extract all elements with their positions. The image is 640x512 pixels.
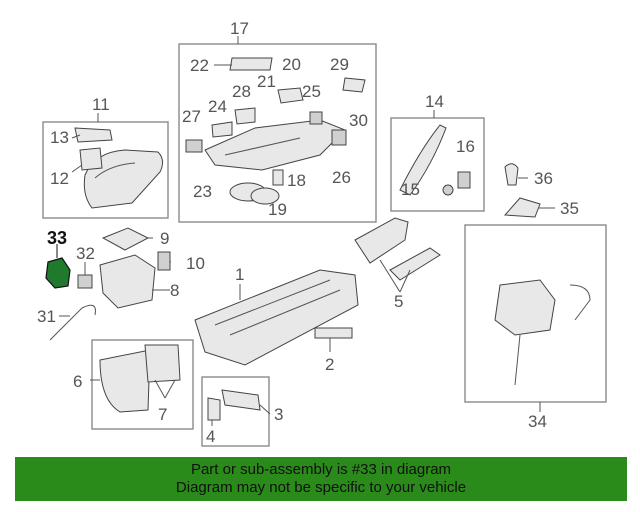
callout-19: 19 bbox=[268, 200, 287, 219]
side-trim-panel-14[interactable] bbox=[399, 124, 447, 196]
callout-6: 6 bbox=[73, 372, 82, 391]
clip-29[interactable] bbox=[342, 77, 366, 93]
leader-lines bbox=[59, 36, 555, 426]
callout-23: 23 bbox=[193, 182, 212, 201]
callout-8: 8 bbox=[170, 281, 179, 300]
callout-18: 18 bbox=[287, 171, 306, 190]
shift-knob-36[interactable] bbox=[504, 163, 519, 186]
callout-36: 36 bbox=[534, 169, 553, 188]
callout-34: 34 bbox=[528, 412, 547, 431]
callout-13: 13 bbox=[50, 128, 69, 147]
bracket-2[interactable] bbox=[314, 327, 353, 339]
storage-box-8[interactable] bbox=[99, 254, 156, 309]
bracket-4[interactable] bbox=[207, 397, 221, 421]
shift-cover-35[interactable] bbox=[503, 197, 541, 218]
callout-5: 5 bbox=[394, 292, 403, 311]
callout-7: 7 bbox=[158, 405, 167, 424]
callout-11: 11 bbox=[92, 95, 110, 114]
trim-panel-6[interactable] bbox=[99, 349, 151, 413]
callout-20: 20 bbox=[282, 55, 301, 74]
callout-12: 12 bbox=[50, 169, 69, 188]
callout-28: 28 bbox=[232, 82, 251, 101]
highlighted-part-33[interactable] bbox=[45, 244, 71, 289]
group-box-3-4 bbox=[201, 376, 270, 447]
info-banner: Part or sub-assembly is #33 in diagram D… bbox=[15, 457, 627, 501]
callout-9: 9 bbox=[160, 229, 169, 248]
side-panel-5[interactable] bbox=[354, 217, 441, 281]
clip-24[interactable] bbox=[211, 121, 233, 138]
group-box-11 bbox=[42, 121, 169, 219]
callout-29: 29 bbox=[330, 55, 349, 74]
mat-9[interactable] bbox=[101, 227, 150, 251]
hinge-bracket-12[interactable] bbox=[79, 147, 103, 171]
clip-28[interactable] bbox=[234, 107, 256, 125]
callout-15: 15 bbox=[401, 180, 420, 199]
bracket-7[interactable] bbox=[144, 344, 181, 383]
callout-26: 26 bbox=[332, 168, 351, 187]
callout-16: 16 bbox=[456, 137, 475, 156]
group-box-34 bbox=[464, 224, 607, 403]
group-box-17 bbox=[178, 43, 377, 223]
banner-line-1: Part or sub-assembly is #33 in diagram bbox=[190, 461, 452, 478]
callout-25: 25 bbox=[302, 82, 321, 101]
clip-18[interactable] bbox=[272, 169, 284, 186]
callout-21: 21 bbox=[257, 72, 276, 91]
cable-31[interactable] bbox=[49, 304, 96, 341]
pad-20[interactable] bbox=[277, 87, 304, 104]
callout-14: 14 bbox=[425, 92, 444, 111]
callout-17: 17 bbox=[230, 19, 249, 38]
parts-diagram: 17 22 20 29 28 21 25 27 24 30 26 18 19 2… bbox=[37, 19, 607, 447]
callout-35: 35 bbox=[560, 199, 579, 218]
screw-15[interactable] bbox=[442, 184, 454, 196]
callout-4: 4 bbox=[206, 427, 215, 446]
callout-24: 24 bbox=[208, 97, 227, 116]
callout-2: 2 bbox=[325, 355, 334, 374]
center-console-1[interactable] bbox=[194, 269, 359, 366]
cup-holder-23[interactable] bbox=[229, 182, 280, 205]
armrest-lid-part[interactable] bbox=[83, 149, 164, 209]
group-box-14 bbox=[390, 117, 485, 212]
group-box-6-7 bbox=[91, 339, 194, 430]
part-33-shape[interactable] bbox=[45, 257, 71, 289]
callout-27: 27 bbox=[182, 107, 201, 126]
shifter-assembly-34[interactable] bbox=[494, 279, 591, 386]
pad-22[interactable] bbox=[229, 57, 273, 71]
callout-3: 3 bbox=[274, 405, 283, 424]
callout-1: 1 bbox=[235, 265, 244, 284]
callout-10: 10 bbox=[186, 254, 205, 273]
banner-line-2: Diagram may not be specific to your vehi… bbox=[175, 479, 467, 496]
clip-10[interactable] bbox=[157, 251, 171, 271]
callout-33: 33 bbox=[47, 228, 67, 248]
clip-16[interactable] bbox=[457, 171, 471, 189]
callout-31: 31 bbox=[37, 307, 56, 326]
callout-32: 32 bbox=[76, 244, 95, 263]
block-26[interactable] bbox=[331, 129, 347, 146]
clip-32[interactable] bbox=[77, 274, 93, 289]
callout-22: 22 bbox=[190, 56, 209, 75]
switch-25[interactable] bbox=[309, 111, 323, 125]
clip-27[interactable] bbox=[185, 139, 203, 153]
hinge-bracket-13[interactable] bbox=[74, 127, 113, 143]
callout-30: 30 bbox=[349, 111, 368, 130]
bracket-3[interactable] bbox=[221, 389, 261, 411]
